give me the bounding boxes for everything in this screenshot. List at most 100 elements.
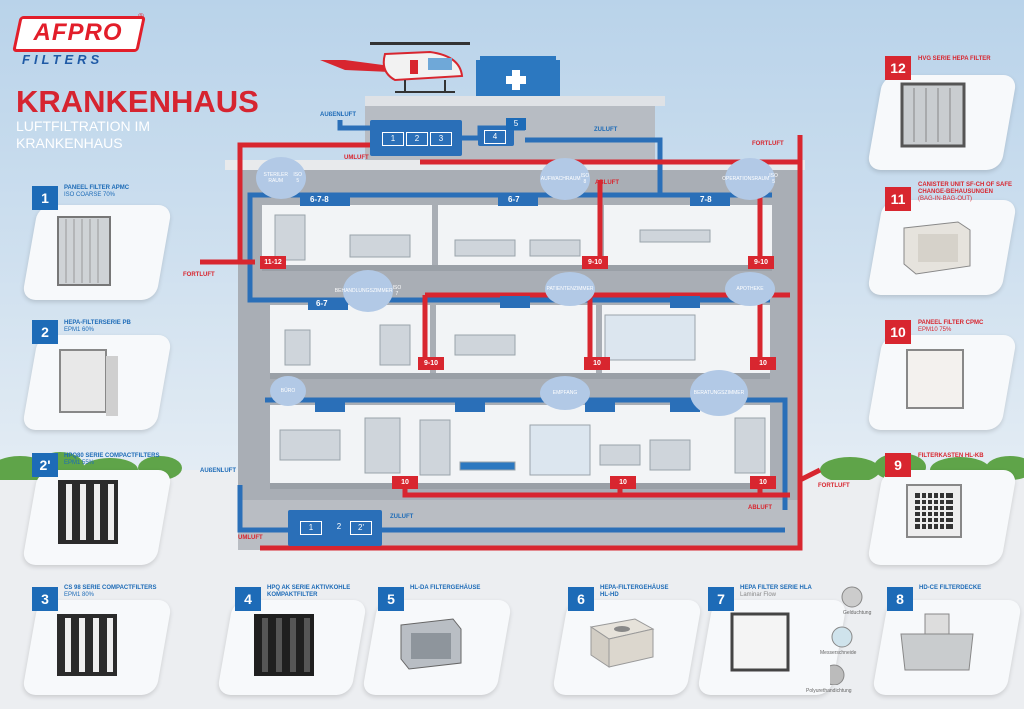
product-title-2: HEPA-FILTERSERIE PB [64,320,131,326]
product-badge-5: 5 [378,587,404,611]
ahu-bottom-slot-2: 2 [336,522,342,531]
page-subtitle: LUFTFILTRATION IM KRANKENHAUS [16,118,151,151]
ahu-bottom-slot-2prime: 2' [350,521,372,535]
product-title-6: HEPA-FILTERGEHÄUSE HL-HD [600,585,669,598]
product-badge-9: 9 [885,453,911,477]
product-title-3: CS 98 SERIE COMPACTFILTERS [64,585,157,591]
hospital-sign [476,56,560,96]
room-recovery-label: AUFWACHRAUM [540,176,581,182]
exhaust-tag-2: 9-10 [582,256,608,269]
legend-pu: Polyurethandichtung [806,688,852,694]
ahu-top-slot-2: 2 [406,132,428,146]
room-consultation-label: BERATUNGSZIMMER [693,390,745,396]
product-caption-2: HEPA-FILTERSERIE PBePM1 60% [64,320,164,334]
product-badge-3: 3 [32,587,58,611]
room-treatment-iso: ISO 7 [392,285,402,297]
product-title-1: PANEEL FILTER APMC [64,185,130,191]
product-desc-1: ISO COARSE 70% [64,192,116,198]
product-badge-11: 11 [885,187,911,211]
product-badge-8: 8 [887,587,913,611]
logo-registered: ® [138,12,144,21]
ceiling-tag-treatment: 6-7 [316,299,328,308]
page-title: KRANKENHAUS [16,84,259,119]
ahu-top-slot-5: 5 [506,118,526,130]
room-operating-label: OPERATIONSRAUM [722,176,770,182]
exhaust-tag-7: 10 [392,476,418,489]
product-badge-12: 12 [885,56,911,80]
compact-filter-icon [58,480,118,544]
ceiling-tag-recovery: 6-7 [508,195,520,204]
hepa-laminar-icon [730,612,790,672]
hepa-housing-icon [589,618,655,668]
product-caption-11: CANISTER UNIT SF-CH OF SAFE CHANGE-BEHAU… [918,182,1018,203]
room-reception-bubble: EMPFANG [540,376,590,410]
product-desc-10: ePM10 75% [918,327,952,333]
seal-options-icon [830,586,863,685]
product-title-8: HD-CE FILTERDECKE [919,585,982,591]
product-desc-3: ePM1 80% [64,592,95,598]
exhaust-tag-5: 10 [584,357,610,370]
product-title-12: HVG SERIE HEPA FILTER [918,56,991,62]
exhaust-tag-1: 11-12 [260,256,286,269]
filter-panel-icon [57,216,111,286]
building-roof [225,160,805,170]
room-sterile-iso: ISO 5 [293,172,303,184]
room-pharmacy-label: APOTHEKE [736,286,764,292]
product-title-4: HPQ AK SERIE AKTIVKOHLE KOMPAKTFILTER [267,585,351,598]
product-badge-1: 1 [32,186,58,210]
product-desc-2prime: ePM1 55% [64,460,95,466]
label-umluft-top: UMLUFT [344,155,369,161]
room-consultation-bubble: BERATUNGSZIMMER [690,370,748,416]
legend-gel: Gelduchtung [843,610,872,616]
product-desc-7: Laminar Flow [740,592,777,598]
logo: AFPRO [33,19,123,46]
product-title-9: FILTERKASTEN HL-KB [918,453,984,459]
label-zuluft-top: ZULUFT [594,127,618,133]
room-recovery-iso: ISO 8 [580,173,590,185]
room-patient-bubble: PATIENTENZIMMER [545,272,595,306]
ahu-top-slot-3: 3 [430,132,452,146]
product-badge-7: 7 [708,587,734,611]
product-badge-2prime: 2' [32,453,58,477]
room-patient-label: PATIENTENZIMMER [546,286,594,292]
label-fortluft-left: FORTLUFT [183,272,215,278]
product-badge-10: 10 [885,320,911,344]
room-operating-iso: ISO 5 [769,173,778,185]
product-caption-4: HPQ AK SERIE AKTIVKOHLE KOMPAKTFILTER [267,585,357,599]
exhaust-tag-9: 10 [750,476,776,489]
product-caption-10: PANEEL FILTER CPMCePM10 75% [918,320,998,334]
compact-filter-3-icon [57,614,117,676]
label-aussenluft-bottom: AUßENLUFT [200,468,236,474]
label-fortluft-top: FORTLUFT [752,141,784,147]
room-office-bubble: BÜRO [270,376,306,406]
product-caption-2prime: HPQ80 SERIE COMPACTFILTERSePM1 55% [64,453,169,467]
exhaust-tag-8: 10 [610,476,636,489]
carbon-filter-icon [254,614,314,676]
ceiling-tag-sterile: 6-7-8 [310,195,329,204]
product-caption-12: HVG SERIE HEPA FILTER [918,56,998,63]
helicopter-icon [320,42,470,93]
product-caption-3: CS 98 SERIE COMPACTFILTERSePM1 80% [64,585,164,599]
exhaust-tag-6: 10 [750,357,776,370]
product-badge-4: 4 [235,587,261,611]
product-desc-11: (BAG-IN-BAG-OUT) [918,196,972,202]
room-treatment-label: BEHANDLUNGSZIMMER [334,288,393,294]
label-abluft-top: ABLUFT [595,180,619,186]
ceiling-tag-operating: 7-8 [700,195,712,204]
product-title-5: HL-DA FILTERGEHÄUSE [410,585,481,591]
ahu-top-slot-1: 1 [382,132,404,146]
label-fortluft-bottom: FORTLUFT [818,483,850,489]
label-zuluft-bottom: ZULUFT [390,514,414,520]
exhaust-tag-4: 9-10 [418,357,444,370]
label-aussenluft-top: AUßENLUFT [320,112,356,118]
product-caption-9: FILTERKASTEN HL-KB [918,453,998,460]
product-title-10: PANEEL FILTER CPMC [918,320,984,326]
logo-subtitle: FILTERS [22,52,104,67]
room-office-label: BÜRO [280,388,296,394]
product-badge-6: 6 [568,587,594,611]
